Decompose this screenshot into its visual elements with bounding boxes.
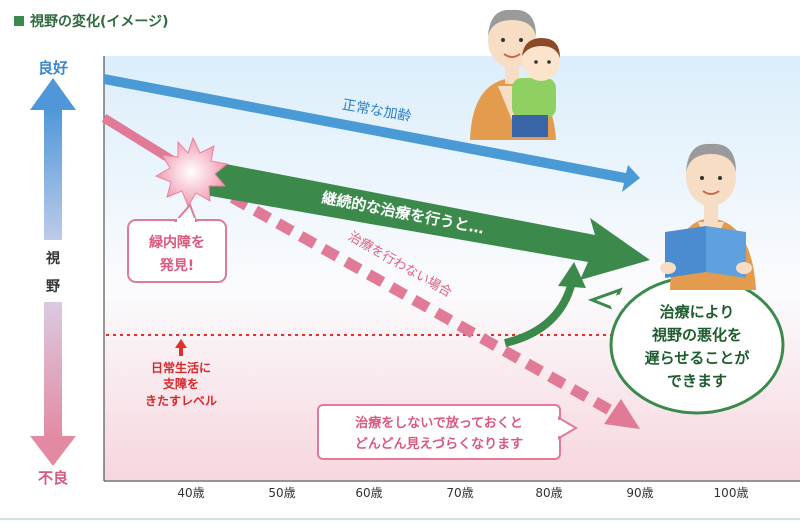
discovery-callout (127, 203, 227, 283)
threshold-label-1: 日常生活に (151, 360, 211, 375)
improvement-curve-arrow (504, 280, 576, 347)
tick-80: 80歳 (535, 486, 562, 500)
axis-mid-label-1: 視 (45, 250, 60, 267)
threshold-up-arrow-icon (175, 339, 187, 356)
treated-arrow (205, 160, 650, 280)
x-tick-labels: 40歳 50歳 60歳 70歳 80歳 90歳 100歳 (177, 486, 748, 500)
improvement-curve-arrowhead (558, 262, 586, 288)
title-square-icon (14, 16, 24, 26)
threshold-label-2: 支障を (162, 376, 199, 391)
treated-callout-text-4: できます (667, 372, 727, 390)
untreated-arrowhead (604, 399, 640, 429)
tick-60: 60歳 (355, 486, 382, 500)
grandfather-reading-illustration (660, 143, 756, 290)
discovery-text-2: 発見! (159, 257, 194, 274)
threshold-label-3: きたすレベル (145, 394, 217, 408)
untreated-callout (317, 404, 578, 460)
discovery-text-1: 緑内障を (149, 234, 205, 251)
axis-mid-label-2: 野 (46, 279, 60, 295)
treated-callout-text-1: 治療により (660, 303, 735, 321)
quality-axis-arrow (30, 78, 76, 466)
tick-50: 50歳 (268, 486, 295, 500)
tick-90: 90歳 (626, 486, 653, 500)
untreated-callout-text-2: どんどん見えづらくなります (355, 436, 523, 452)
axis-top-label: 良好 (38, 59, 68, 77)
grandfather-with-child-illustration (470, 9, 560, 140)
diagram-title: 視野の変化(イメージ) (14, 11, 169, 31)
tick-100: 100歳 (714, 486, 749, 500)
treated-callout-text-3: 遅らせることが (645, 349, 751, 367)
untreated-callout-text-1: 治療をしないで放っておくと (355, 415, 523, 431)
treated-callout-text-2: 視野の悪化を (651, 326, 742, 344)
normal-aging-arrow (104, 74, 640, 192)
title-text: 視野の変化(イメージ) (30, 14, 169, 30)
axis-bottom-label: 不良 (38, 469, 68, 487)
tick-70: 70歳 (446, 486, 473, 500)
tick-40: 40歳 (177, 486, 204, 500)
